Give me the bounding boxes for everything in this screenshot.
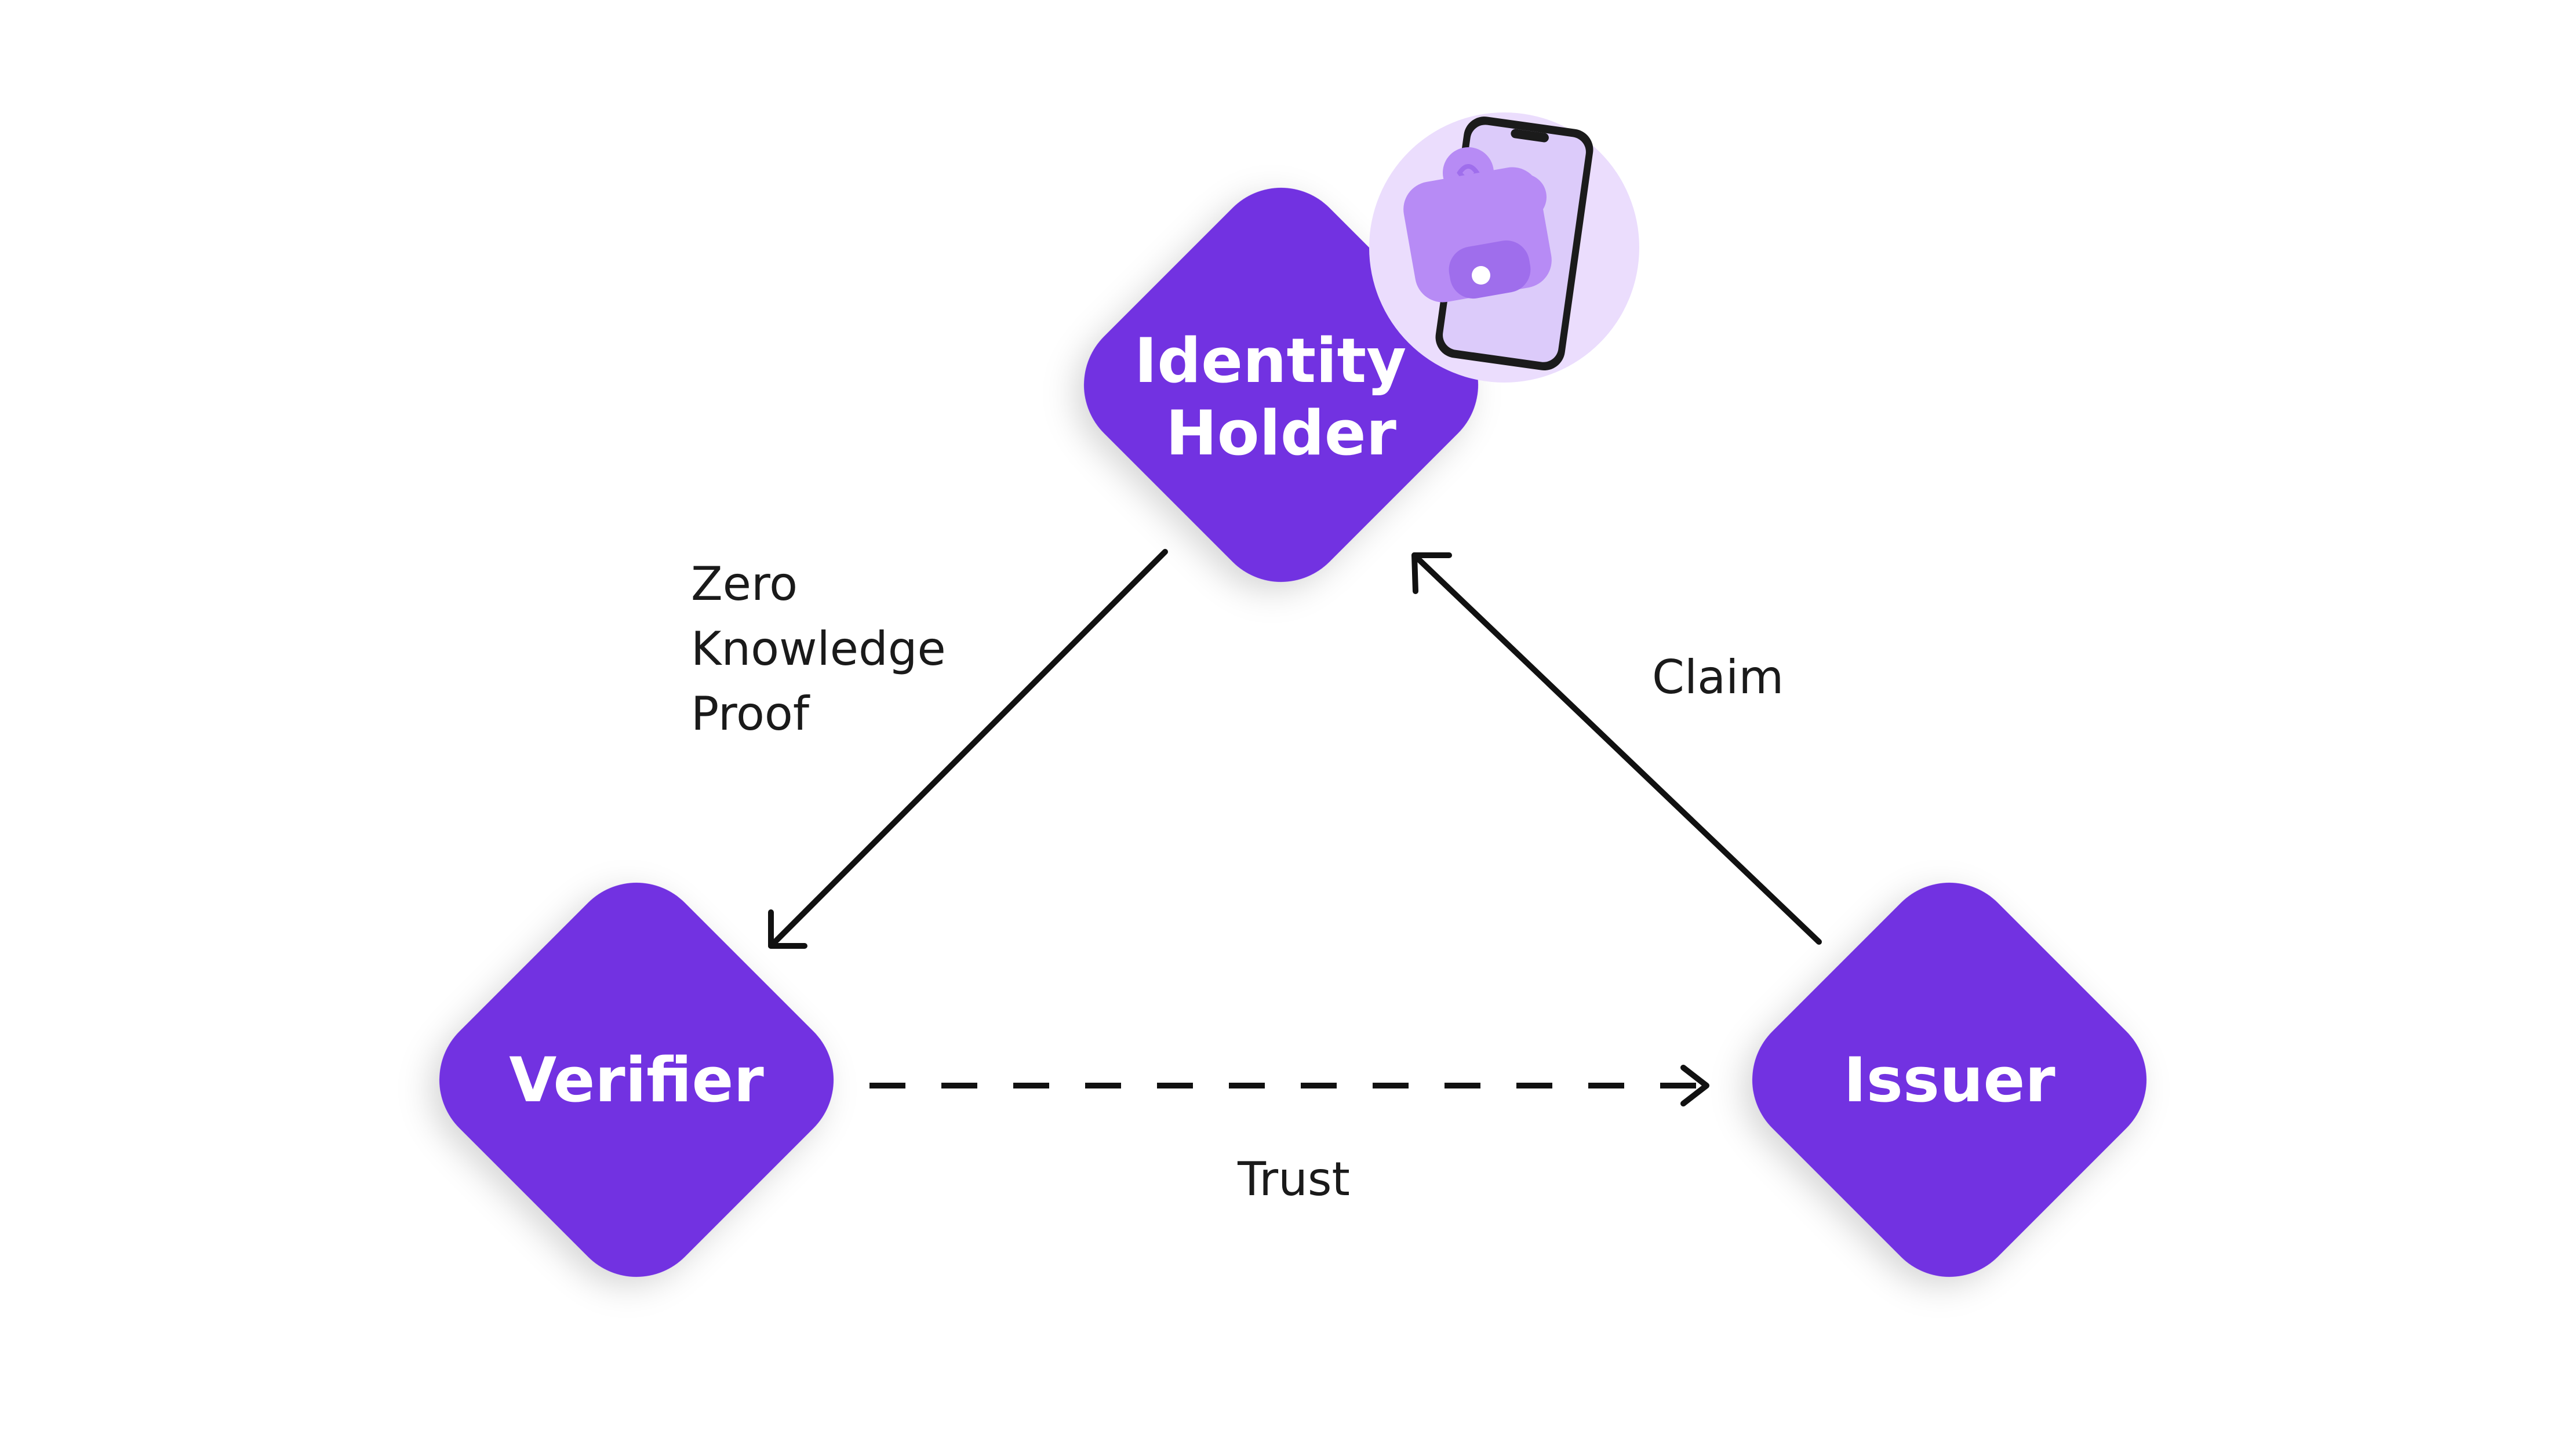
node-issuer-label: Issuer: [1843, 1044, 2055, 1116]
edge-proof-label-line-3: Proof: [691, 687, 810, 741]
wallet-icon: [1403, 147, 1552, 303]
edge-claim-label: Claim: [1652, 650, 1784, 704]
edge-trust-label: Trust: [1237, 1152, 1350, 1206]
phone-notch: [1511, 129, 1549, 143]
edge-trust-label-line-1: Trust: [1237, 1152, 1350, 1206]
node-verifier-label-line-1: Verifier: [509, 1044, 763, 1116]
node-verifier-shape: [439, 882, 834, 1277]
node-issuer-shape: [1752, 882, 2147, 1277]
node-identity-holder-label: Identity Holder: [1134, 325, 1428, 469]
edge-proof-label: Zero Knowledge Proof: [691, 557, 960, 741]
edge-trust: [869, 1065, 1709, 1106]
edge-proof-line: [768, 549, 1168, 949]
edge-claim-label-line-1: Claim: [1652, 650, 1784, 704]
edge-proof-label-line-2: Knowledge: [691, 622, 946, 676]
edge-trust-arrowhead: [1680, 1065, 1709, 1106]
phone-wallet-icon: [1369, 112, 1639, 383]
node-verifier: Verifier: [439, 882, 834, 1277]
node-issuer-label-line-1: Issuer: [1843, 1044, 2055, 1116]
wallet-flap: [1449, 240, 1531, 299]
edge-proof: [768, 549, 1168, 949]
edge-claim: [1411, 552, 1822, 945]
edge-claim-arrowhead: [1411, 552, 1452, 594]
node-identity-holder-label-line-1: Identity: [1134, 325, 1406, 396]
edge-proof-label-line-1: Zero: [691, 557, 798, 611]
edge-claim-line: [1411, 552, 1822, 945]
node-verifier-label: Verifier: [509, 1044, 763, 1116]
node-identity-holder-label-line-2: Holder: [1166, 398, 1396, 469]
edge-proof-arrowhead: [768, 909, 807, 949]
wallet-clasp: [1472, 266, 1490, 285]
node-issuer: Issuer: [1752, 882, 2147, 1277]
